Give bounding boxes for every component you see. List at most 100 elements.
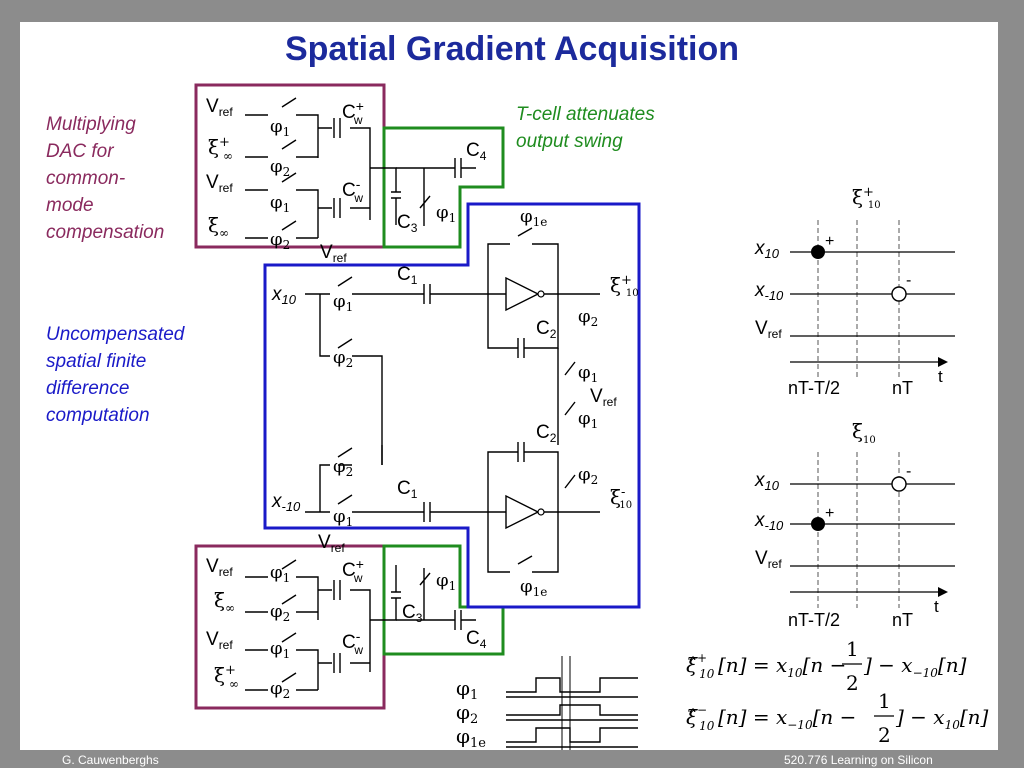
xi-label: ξ∞ xyxy=(214,588,235,615)
tick-nT-half: nT-T/2 xyxy=(788,610,840,630)
eq1-tail: ] − x−10[n] xyxy=(863,653,967,680)
xi10-plus-title: ξ+10 xyxy=(852,185,881,211)
xm10-row-label: x-10 xyxy=(754,510,784,533)
x10-row-label: x10 xyxy=(754,470,780,493)
equation-plus: ξ̂+10 [n] = x10[n − 1 2 ] − x−10[n] xyxy=(686,637,967,695)
cw-plus-label: C+w xyxy=(342,556,364,585)
difference-labels: C1 x10 φ1 φ2 φ2 x-10 φ1 C1 Vref φ1e ξ+10… xyxy=(271,206,639,599)
eq2-body: [n] = x−10[n − xyxy=(718,705,856,732)
vref-label: Vref xyxy=(318,532,345,555)
mdac-note: Multiplying DAC for common- mode compens… xyxy=(46,114,165,243)
phi1-label: φ1 xyxy=(270,638,290,661)
vref-label: Vref xyxy=(206,629,233,652)
vref-label: Vref xyxy=(206,556,233,579)
minus-mark: - xyxy=(906,272,911,289)
page-title: Spatial Gradient Acquisition xyxy=(284,30,740,68)
xi10-minus-label: ξ-10 xyxy=(610,485,632,511)
phi1-label: φ1 xyxy=(333,291,353,314)
phi1-label: φ1 xyxy=(436,202,456,225)
mdac-top-wiring xyxy=(245,97,476,239)
phi2-label: φ2 xyxy=(333,347,353,370)
vref-row-label: Vref xyxy=(755,548,782,571)
slide-canvas xyxy=(20,22,998,750)
xi10-title: ξ10 xyxy=(852,419,876,446)
tcell-note: T-cell attenuates output swing xyxy=(516,104,655,152)
vref-label: Vref xyxy=(206,96,233,119)
c3-label: C3 xyxy=(402,602,423,625)
difference-wiring xyxy=(305,227,600,573)
time-axis-label: t xyxy=(934,597,939,616)
footer-author: G. Cauwenberghs xyxy=(62,753,159,767)
phi1-label: φ1 xyxy=(578,362,598,385)
tick-nT-half: nT-T/2 xyxy=(788,378,840,398)
phi1e-label: φ1e xyxy=(520,576,547,599)
eq1-lhs: ξ̂+10 xyxy=(686,651,715,681)
plus-mark: + xyxy=(825,505,834,522)
xi10-plus-label: ξ+10 xyxy=(610,273,639,299)
phi2-label: φ2 xyxy=(270,678,290,701)
eq2-tail: ] − x10[n] xyxy=(895,705,989,732)
c4-label: C4 xyxy=(466,628,487,651)
uncompensated-note: Uncompensated spatial finite difference … xyxy=(46,324,185,426)
eq2-denominator: 2 xyxy=(878,723,891,747)
x10-row-label: x10 xyxy=(754,238,780,261)
vref-label: Vref xyxy=(320,242,347,265)
mdac-top-labels: Vref ξ+∞ Vref ξ∞ φ1 φ2 φ1 φ2 C+w C-w xyxy=(206,96,364,252)
mdac-bottom-labels: Vref ξ∞ Vref ξ+∞ φ1 φ2 φ1 φ2 C+w C-w C3 … xyxy=(206,556,487,701)
c1-label: C1 xyxy=(397,478,418,501)
phi2-label: φ2 xyxy=(578,306,598,329)
phi1-label: φ1 xyxy=(270,192,290,215)
phi1e-legend: φ1e xyxy=(456,724,486,751)
cw-minus-label: C-w xyxy=(342,176,363,205)
phi1e-label: φ1e xyxy=(520,206,547,229)
plus-mark: + xyxy=(825,233,834,250)
c2-label: C2 xyxy=(536,422,557,445)
eq2-lhs: ξ̂−10 xyxy=(686,703,715,733)
c3-label: C3 xyxy=(397,212,418,235)
clock-waveforms: φ1 φ2 φ1e xyxy=(456,656,638,751)
footer-course: 520.776 Learning on Silicon xyxy=(784,753,933,767)
equation-minus: ξ̂−10 [n] = x−10[n − 1 2 ] − x10[n] xyxy=(686,689,989,747)
phi1-legend: φ1 xyxy=(456,676,478,703)
xi-label: ξ∞ xyxy=(208,213,229,240)
phi2-label: φ2 xyxy=(333,456,353,479)
c1-label: C1 xyxy=(397,264,418,287)
minus-mark: - xyxy=(906,463,911,480)
phi1-label: φ1 xyxy=(333,506,353,529)
mdac-bottom-wiring xyxy=(245,559,476,691)
phi2-label: φ2 xyxy=(270,601,290,624)
tick-nT: nT xyxy=(892,378,913,398)
phi1-label: φ1 xyxy=(436,570,456,593)
eq1-body: [n] = x10[n − xyxy=(718,653,846,680)
tcell-top-frame xyxy=(382,126,505,249)
phi2-label: φ2 xyxy=(270,229,290,252)
vref-label: Vref xyxy=(590,386,617,409)
phi2-legend: φ2 xyxy=(456,700,478,727)
phi1-label: φ1 xyxy=(270,562,290,585)
c4-label: C4 xyxy=(466,140,487,163)
phi1-label: φ1 xyxy=(270,116,290,139)
xm10-label: x-10 xyxy=(271,491,301,514)
c2-label: C2 xyxy=(536,318,557,341)
cw-minus-label: C-w xyxy=(342,628,363,657)
timing-diagram-plus: ξ+10 + - x10 x-10 Vref t nT-T/2 nT xyxy=(754,185,955,398)
xi-plus-label: ξ+∞ xyxy=(208,135,233,163)
phi1-label: φ1 xyxy=(578,408,598,431)
phi2-label: φ2 xyxy=(270,156,290,179)
difference-frame xyxy=(263,202,641,609)
tick-nT: nT xyxy=(892,610,913,630)
xi-plus-label: ξ+∞ xyxy=(214,663,239,691)
vref-row-label: Vref xyxy=(755,318,782,341)
vref-label: Vref xyxy=(206,172,233,195)
eq2-numerator: 1 xyxy=(878,689,891,713)
cw-plus-label: C+w xyxy=(342,98,364,127)
x10-label: x10 xyxy=(271,284,297,307)
eq1-denominator: 2 xyxy=(846,671,859,695)
phi2-label: φ2 xyxy=(578,464,598,487)
xm10-row-label: x-10 xyxy=(754,280,784,303)
eq1-numerator: 1 xyxy=(846,637,859,661)
timing-diagram-minus: ξ10 - + x10 x-10 Vref t nT-T/2 nT xyxy=(754,419,955,630)
time-axis-label: t xyxy=(938,367,943,386)
tcell-top-labels: C4 C3 φ1 Vref xyxy=(320,140,487,265)
